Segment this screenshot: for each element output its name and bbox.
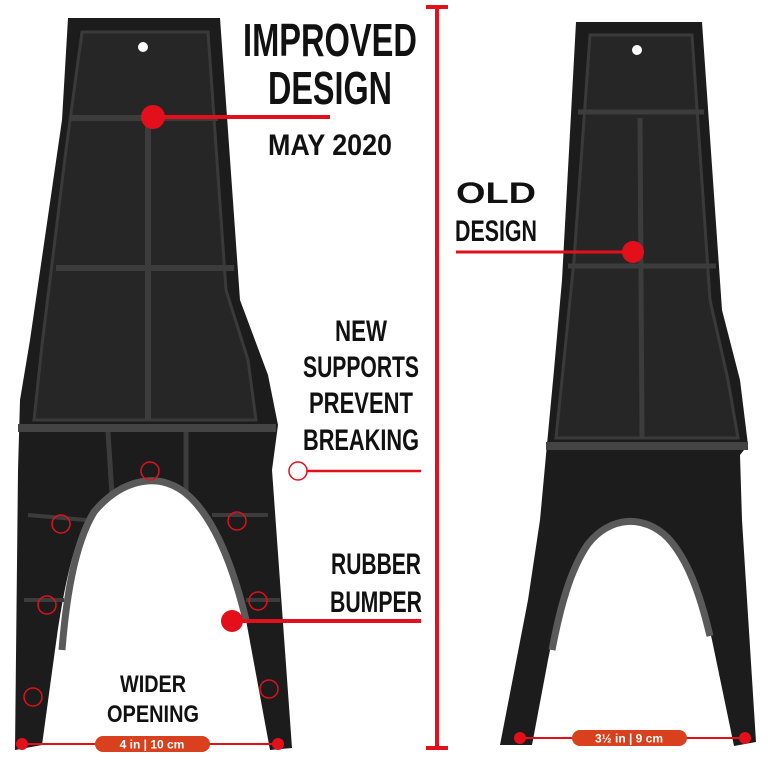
support-marker [23,687,43,707]
new-width-measurement: 4 in | 10 cm [16,736,284,752]
headline-line2: DESIGN [268,62,392,114]
old-design-line1: OLD [456,177,536,210]
old-width-measurement: 3½ in | 9 cm [514,730,751,746]
bumper-pointer [221,610,421,632]
support-marker [248,591,268,611]
old-rubber-bumper [548,517,714,651]
new-rubber-bumper [58,477,250,651]
new-support-rib [105,431,115,496]
new-width-badge [95,736,210,752]
old-hanging-hole [632,45,642,55]
old-width-badge [572,730,687,746]
support-marker [259,679,279,699]
opening-line2: OPENING [107,701,199,728]
old-boot-jack [500,22,756,746]
support-marker [51,514,71,534]
new-width-text: 4 in | 10 cm [120,738,185,752]
bumper-line2: BUMPER [330,586,422,619]
headline-line1: IMPROVED [243,14,417,66]
divider-line [426,5,448,750]
support-marker [227,511,247,531]
old-design-line2: DESIGN [455,215,537,248]
headline-date: MAY 2020 [268,129,392,162]
old-rib-vertical [637,117,645,439]
opening-line1: WIDER [120,671,186,698]
supports-line2: SUPPORTS [303,351,419,384]
old-width-text: 3½ in | 9 cm [595,732,663,746]
new-hanging-hole [138,42,148,52]
support-marker [37,595,57,615]
support-markers [23,461,279,707]
old-boot-jack-inner-frame [554,33,740,440]
supports-line3: PREVENT [309,387,413,420]
new-support-rib [27,513,87,522]
supports-line4: BREAKING [303,424,419,457]
support-marker [140,461,160,481]
bumper-line1: RUBBER [331,548,421,581]
improved-design-pointer [141,105,330,129]
supports-line1: NEW [335,315,388,348]
supports-pointer [288,461,421,481]
old-design-pointer [456,241,644,263]
